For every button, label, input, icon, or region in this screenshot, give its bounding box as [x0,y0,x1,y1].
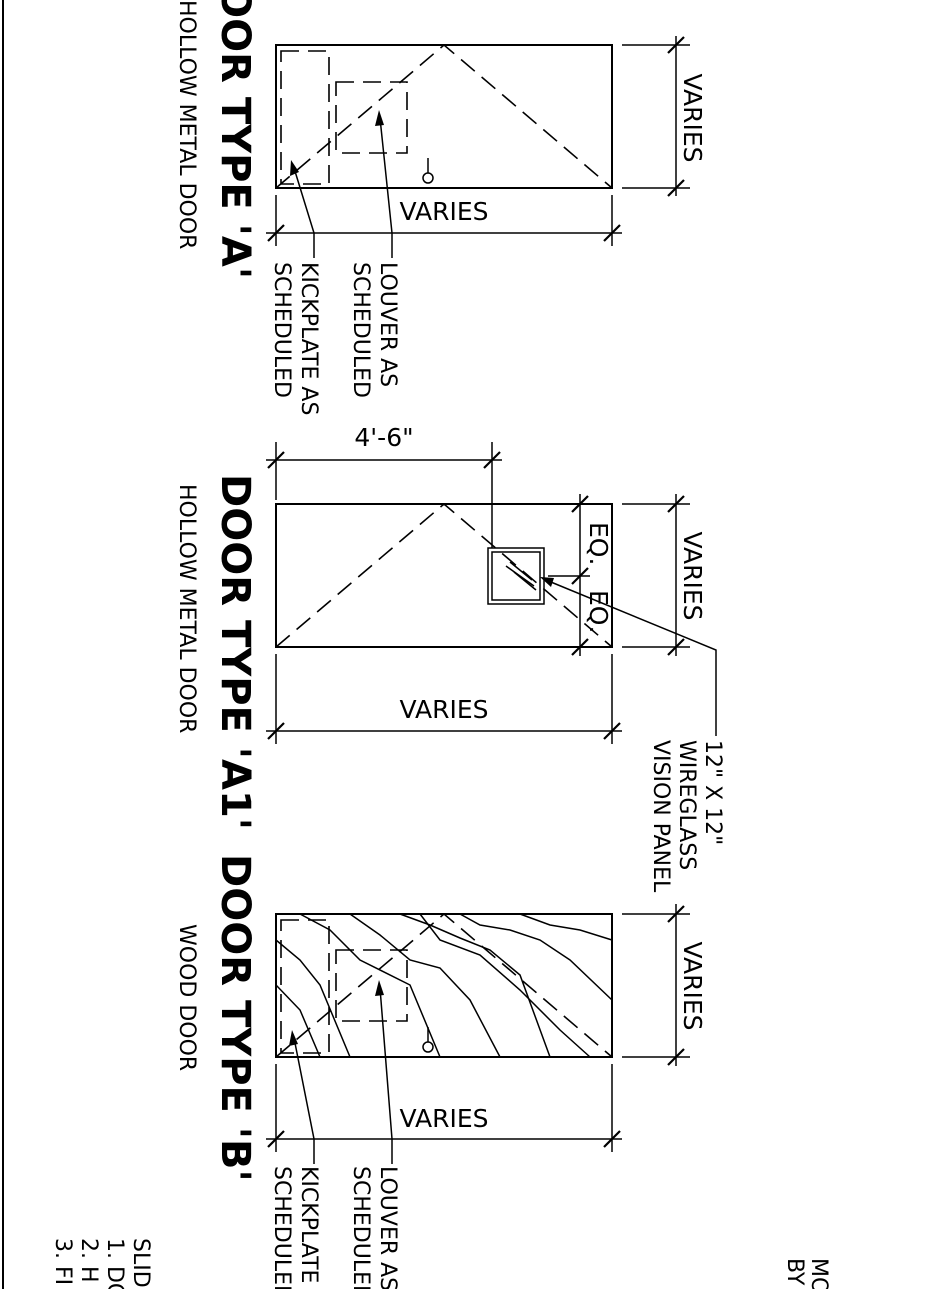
note-item-1: 1. DO [102,1238,127,1289]
door-type-a1: 4'-6" EQ. EQ. VARIES VARIES [174,423,725,893]
side-note-line-1: MO [806,1258,831,1289]
door-a1-eq-label-1: EQ. [584,522,613,565]
door-a-kickplate-callout-2: SCHEDULED [269,262,294,398]
door-a1-height-label: VARIES [678,531,707,620]
door-a-kickplate-callout-1: KICKPLATE AS [296,262,321,415]
door-a1-vision-panel [487,547,545,605]
door-b-outline [275,913,613,1058]
door-a-louver-arrow [375,110,384,126]
door-a-louver-leader [379,117,393,258]
door-a1-vision-panel-leader [545,579,717,736]
door-a-height-label: VARIES [678,73,707,162]
door-a-kickplate-arrow [290,160,299,176]
door-a1-vision-callout-1: 12" X 12" [700,740,725,845]
door-type-a: VARIES VARIES KICKPLATE AS SCHEDULED LOU… [174,0,707,415]
door-b-width-dimension [266,1064,622,1152]
door-b-louver-leader [379,987,393,1164]
door-a-height-dimension [622,36,690,197]
door-b-kickplate-callout-1: KICKPLATE [296,1166,321,1283]
door-a-outline [275,44,613,189]
door-a1-vision-callout-2: WIREGLASS [674,740,699,870]
door-a1-vision-panel-arrow [540,577,554,587]
door-a1-top-dimension-label: 4'-6" [354,423,413,452]
notes-block: SLID 1. DO 2. H 3. FI [50,1238,153,1289]
door-a1-eq-dimension [548,494,590,656]
door-a-title: DOOR TYPE 'A' [212,0,258,279]
door-a1-swing-line [275,502,613,648]
door-b-height-dimension [622,904,690,1066]
door-a-subtitle: HOLLOW METAL DOOR [174,0,199,249]
door-b-width-label: VARIES [399,1104,488,1133]
door-b-subtitle: WOOD DOOR [174,924,199,1071]
door-b-louver-callout-2: SCHEDULEI [348,1166,373,1289]
door-a-kickplate-leader [293,167,315,258]
door-a1-vision-callout-3: VISION PANEL [648,740,673,893]
door-b-title: DOOR TYPE 'B' [212,854,258,1182]
door-a1-eq-label-2: EQ. [584,590,613,633]
door-a-handle [422,158,434,184]
side-note-line-2: BY [782,1258,807,1286]
side-note: MO BY [782,1258,831,1289]
door-a-louver-callout-2: SCHEDULED [348,262,373,398]
note-item-3: 3. FI [50,1238,75,1285]
door-a1-subtitle: HOLLOW METAL DOOR [174,484,199,733]
notes-heading: SLID [128,1238,153,1288]
door-a-louver [335,81,408,154]
door-b-wood-grain [275,913,613,1058]
door-a-louver-callout-1: LOUVER AS [375,262,400,387]
door-b-swing-line [275,912,613,1058]
door-b-louver [335,949,408,1022]
door-a1-width-label: VARIES [399,695,488,724]
door-b-kickplate [280,919,330,1054]
door-a1-height-dimension [622,494,690,656]
door-b-kickplate-leader [293,1037,315,1164]
door-b-louver-callout-1: LOUVER AS [375,1166,400,1289]
door-a1-title: DOOR TYPE 'A1' [212,474,258,830]
door-a-width-label: VARIES [399,197,488,226]
door-a-kickplate [280,50,330,185]
door-a1-top-dimension [266,442,502,548]
door-b-height-label: VARIES [678,941,707,1030]
door-type-b: VARIES VARIES KICKPLATE SCHEDULEI LOUVER… [174,854,707,1289]
door-a-width-dimension [266,195,622,246]
door-b-kickplate-arrow [289,1030,298,1046]
door-b-kickplate-callout-2: SCHEDULEI [269,1166,294,1289]
door-b-handle [422,1027,434,1053]
door-b-louver-arrow [375,980,384,996]
door-a1-width-dimension [266,654,622,744]
note-item-2: 2. H [76,1238,101,1283]
door-a-swing-line [275,43,613,189]
